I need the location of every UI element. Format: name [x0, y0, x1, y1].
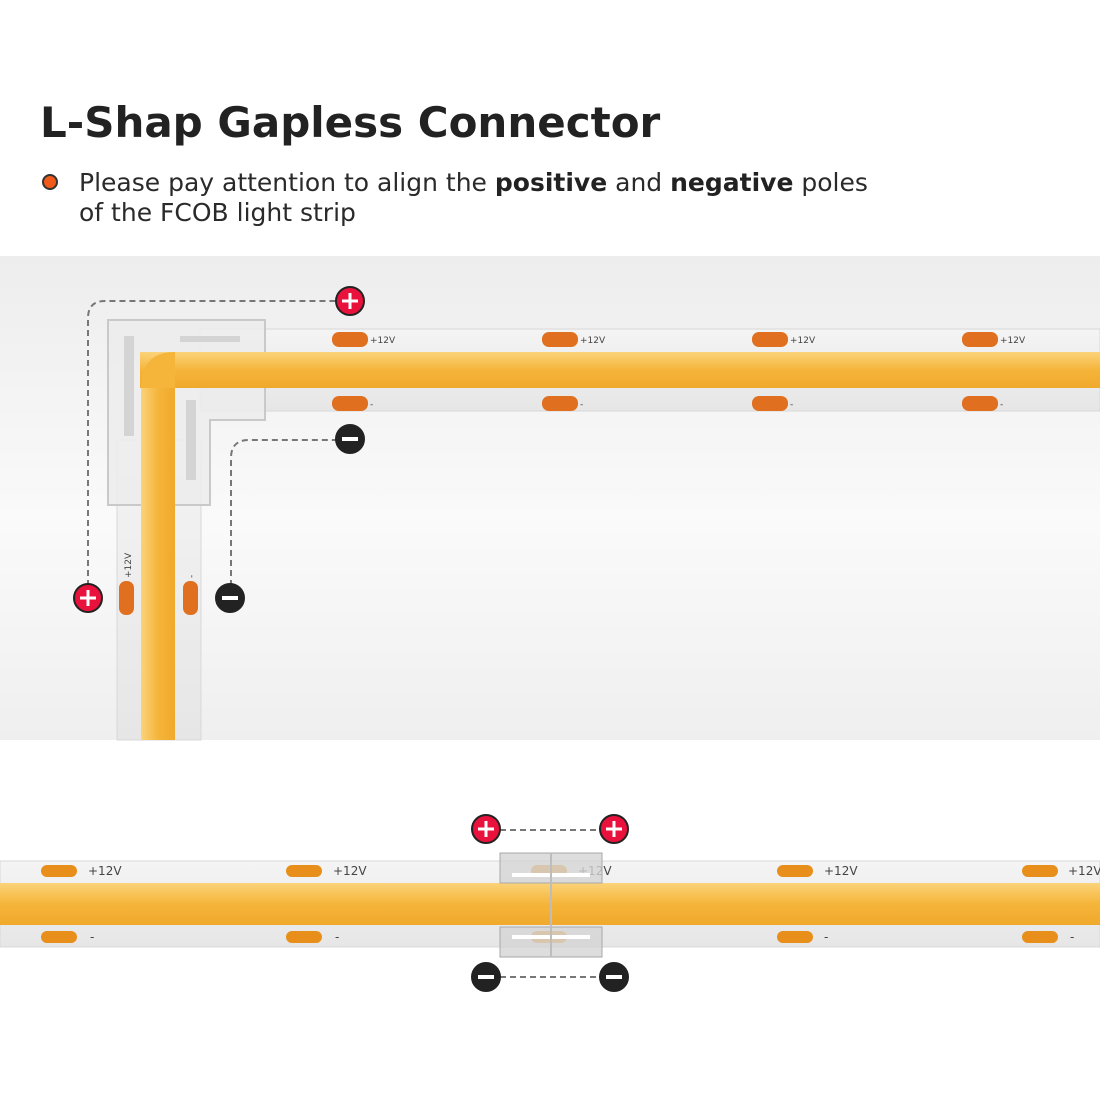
vertical-positive-pad — [119, 581, 134, 615]
minus-circle-icon — [599, 962, 629, 992]
plus-circle-icon — [471, 814, 501, 844]
straight-label-12v-5: +12V — [1068, 864, 1100, 878]
vertical-glow-tube — [141, 388, 175, 740]
straight-connector — [499, 852, 603, 958]
label-neg-1: - — [370, 400, 373, 410]
note-text-before: Please pay attention to align the — [79, 168, 495, 197]
note-text-line2: of the FCOB light strip — [79, 198, 356, 227]
straight-label-neg-3: - — [824, 930, 828, 944]
straight-label-neg-1: - — [90, 930, 94, 944]
positive-leader-line — [87, 300, 336, 586]
note-positive-word: positive — [494, 168, 608, 197]
horizontal-positive-pads — [332, 332, 998, 347]
straight-label-12v-4: +12V — [824, 864, 858, 878]
plus-circle-icon — [599, 814, 629, 844]
straight-label-12v-1: +12V — [88, 864, 122, 878]
label-12v-2: +12V — [580, 336, 606, 346]
label-12v-4: +12V — [1000, 336, 1026, 346]
plus-circle-icon — [335, 286, 365, 316]
label-neg-2: - — [580, 400, 583, 410]
horizontal-glow-tube — [140, 352, 1100, 388]
page-title: L-Shap Gapless Connector — [40, 98, 661, 147]
note-negative-word: negative — [670, 168, 794, 197]
bullet-dot-icon — [42, 174, 58, 190]
straight-label-neg-2: - — [335, 930, 339, 944]
label-neg-3: - — [790, 400, 793, 410]
straight-label-12v-2: +12V — [333, 864, 367, 878]
label-12v-3: +12V — [790, 336, 816, 346]
plus-circle-icon — [73, 583, 103, 613]
note-text-middle: and — [607, 168, 671, 197]
glow-elbow — [141, 352, 175, 388]
l-connector-housing — [107, 319, 266, 506]
label-neg-4: - — [1000, 400, 1003, 410]
vertical-negative-pad — [183, 581, 198, 615]
horizontal-negative-pads — [332, 396, 998, 411]
minus-circle-icon — [471, 962, 501, 992]
straight-label-neg-4: - — [1070, 930, 1074, 944]
note-text-after: poles — [793, 168, 868, 197]
label-12v-1: +12V — [370, 336, 396, 346]
negative-leader-line — [230, 439, 336, 586]
minus-circle-icon — [335, 424, 365, 454]
vertical-label-12v: +12V — [124, 552, 134, 578]
instruction-note: Please pay attention to align the positi… — [79, 168, 979, 228]
vertical-label-neg: - — [187, 575, 197, 578]
minus-circle-icon — [215, 583, 245, 613]
